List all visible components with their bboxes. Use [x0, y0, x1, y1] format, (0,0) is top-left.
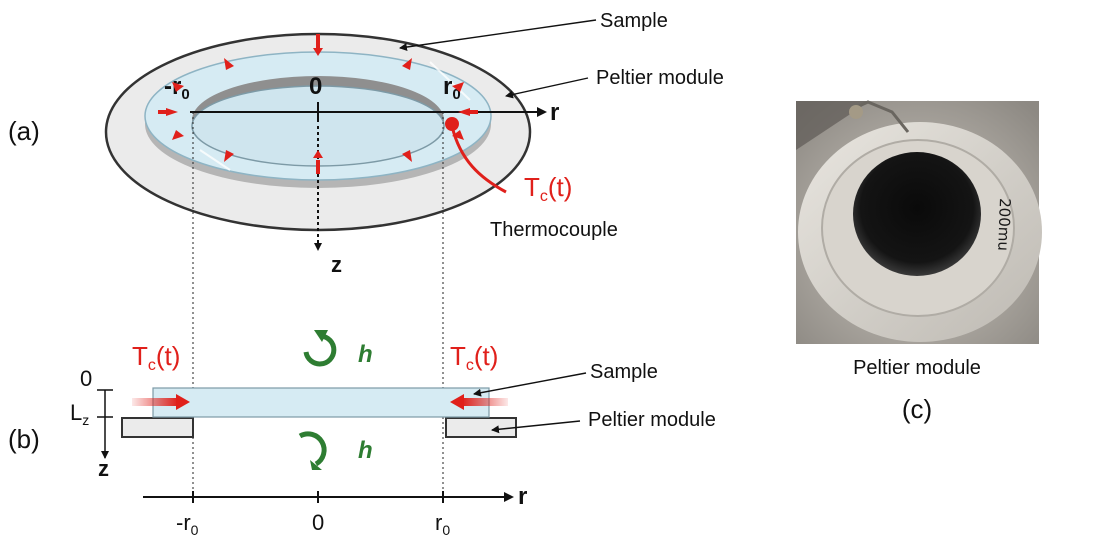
panel-c: 200mu Peltier module (c)	[796, 100, 1042, 424]
h-label-top: h	[358, 341, 373, 368]
peltier-label: Peltier module	[596, 67, 724, 89]
heat-arrow-left-head	[176, 394, 190, 410]
panel-b: (b) Tc(t) Tc(t) h h 0 Lz z r	[8, 330, 716, 537]
h-label-bottom: h	[358, 437, 373, 464]
temp-label-left: Tc(t)	[132, 341, 180, 374]
thermocouple-dot	[445, 117, 459, 131]
sample-label: Sample	[600, 10, 668, 32]
heat-arrow	[166, 108, 178, 116]
zero-label: 0	[309, 73, 322, 100]
sample-slab	[152, 387, 490, 418]
heat-arrow	[158, 110, 168, 114]
b-peltier-label: Peltier module	[588, 409, 716, 431]
thermocouple-temp-label: Tc(t)	[524, 172, 572, 205]
b-z-axis-label: z	[98, 456, 109, 481]
peltier-block-right	[445, 417, 517, 438]
convection-arrow-bottom-head	[310, 460, 322, 470]
heat-arrow	[313, 38, 323, 56]
convection-arrow-top-head	[314, 330, 328, 342]
photo-handwriting: 200mu	[994, 198, 1014, 251]
heat-arrow-left	[132, 398, 178, 406]
heat-arrow	[224, 58, 234, 70]
heat-arrow	[402, 150, 412, 162]
heat-arrows	[158, 34, 478, 174]
heat-arrow	[452, 82, 464, 92]
peltier-block-left	[121, 417, 194, 438]
temp-label-right: Tc(t)	[450, 341, 498, 374]
panel-a-label: (a)	[8, 116, 40, 146]
panel-c-label: (c)	[902, 394, 932, 424]
convection-arrow-top	[303, 333, 337, 367]
b-peltier-callout-line	[491, 420, 581, 434]
photo-thermocouple	[849, 105, 863, 119]
thermocouple-label: Thermocouple	[490, 219, 618, 241]
b-tick-pos-label: r0	[435, 510, 450, 537]
sample-callout-line	[399, 19, 597, 51]
heat-arrow	[224, 150, 234, 162]
heat-arrow	[172, 82, 184, 92]
b-tick-neg-label: -r0	[176, 510, 199, 537]
heat-arrow	[452, 130, 464, 140]
heat-arrow-right	[462, 398, 508, 406]
glass-highlight	[429, 61, 471, 101]
r-neg-label: -r0	[164, 73, 190, 103]
photo-hole	[853, 152, 981, 276]
peltier-callout-line	[505, 77, 589, 99]
heat-arrow-right-head	[450, 394, 464, 410]
b-sample-callout-line	[473, 372, 587, 397]
heat-arrow	[172, 130, 184, 140]
z-axis-label: z	[331, 252, 342, 277]
heat-arrow	[402, 58, 412, 70]
b-lz-label: Lz	[70, 400, 89, 428]
heat-arrow	[316, 160, 320, 174]
thermocouple-wire	[450, 125, 507, 194]
r-pos-label: r0	[443, 73, 461, 103]
b-sample-label: Sample	[590, 361, 658, 383]
glass-highlight	[199, 149, 231, 171]
heat-arrow	[468, 110, 478, 114]
photo-caption: Peltier module	[853, 357, 981, 379]
peltier-photo: 200mu	[796, 100, 1042, 344]
panel-a: (a) r z -r0 0 r0	[8, 10, 724, 277]
panel-b-label: (b)	[8, 424, 40, 454]
b-tick-zero-label: 0	[312, 510, 324, 535]
convection-arrow-bottom	[298, 431, 327, 467]
b-r-axis-label: r	[518, 483, 527, 510]
b-z-zero-label: 0	[80, 366, 92, 391]
heat-arrow	[316, 34, 320, 48]
heat-arrow	[458, 108, 470, 116]
heat-arrow	[313, 150, 323, 168]
r-axis-label: r	[550, 99, 559, 126]
